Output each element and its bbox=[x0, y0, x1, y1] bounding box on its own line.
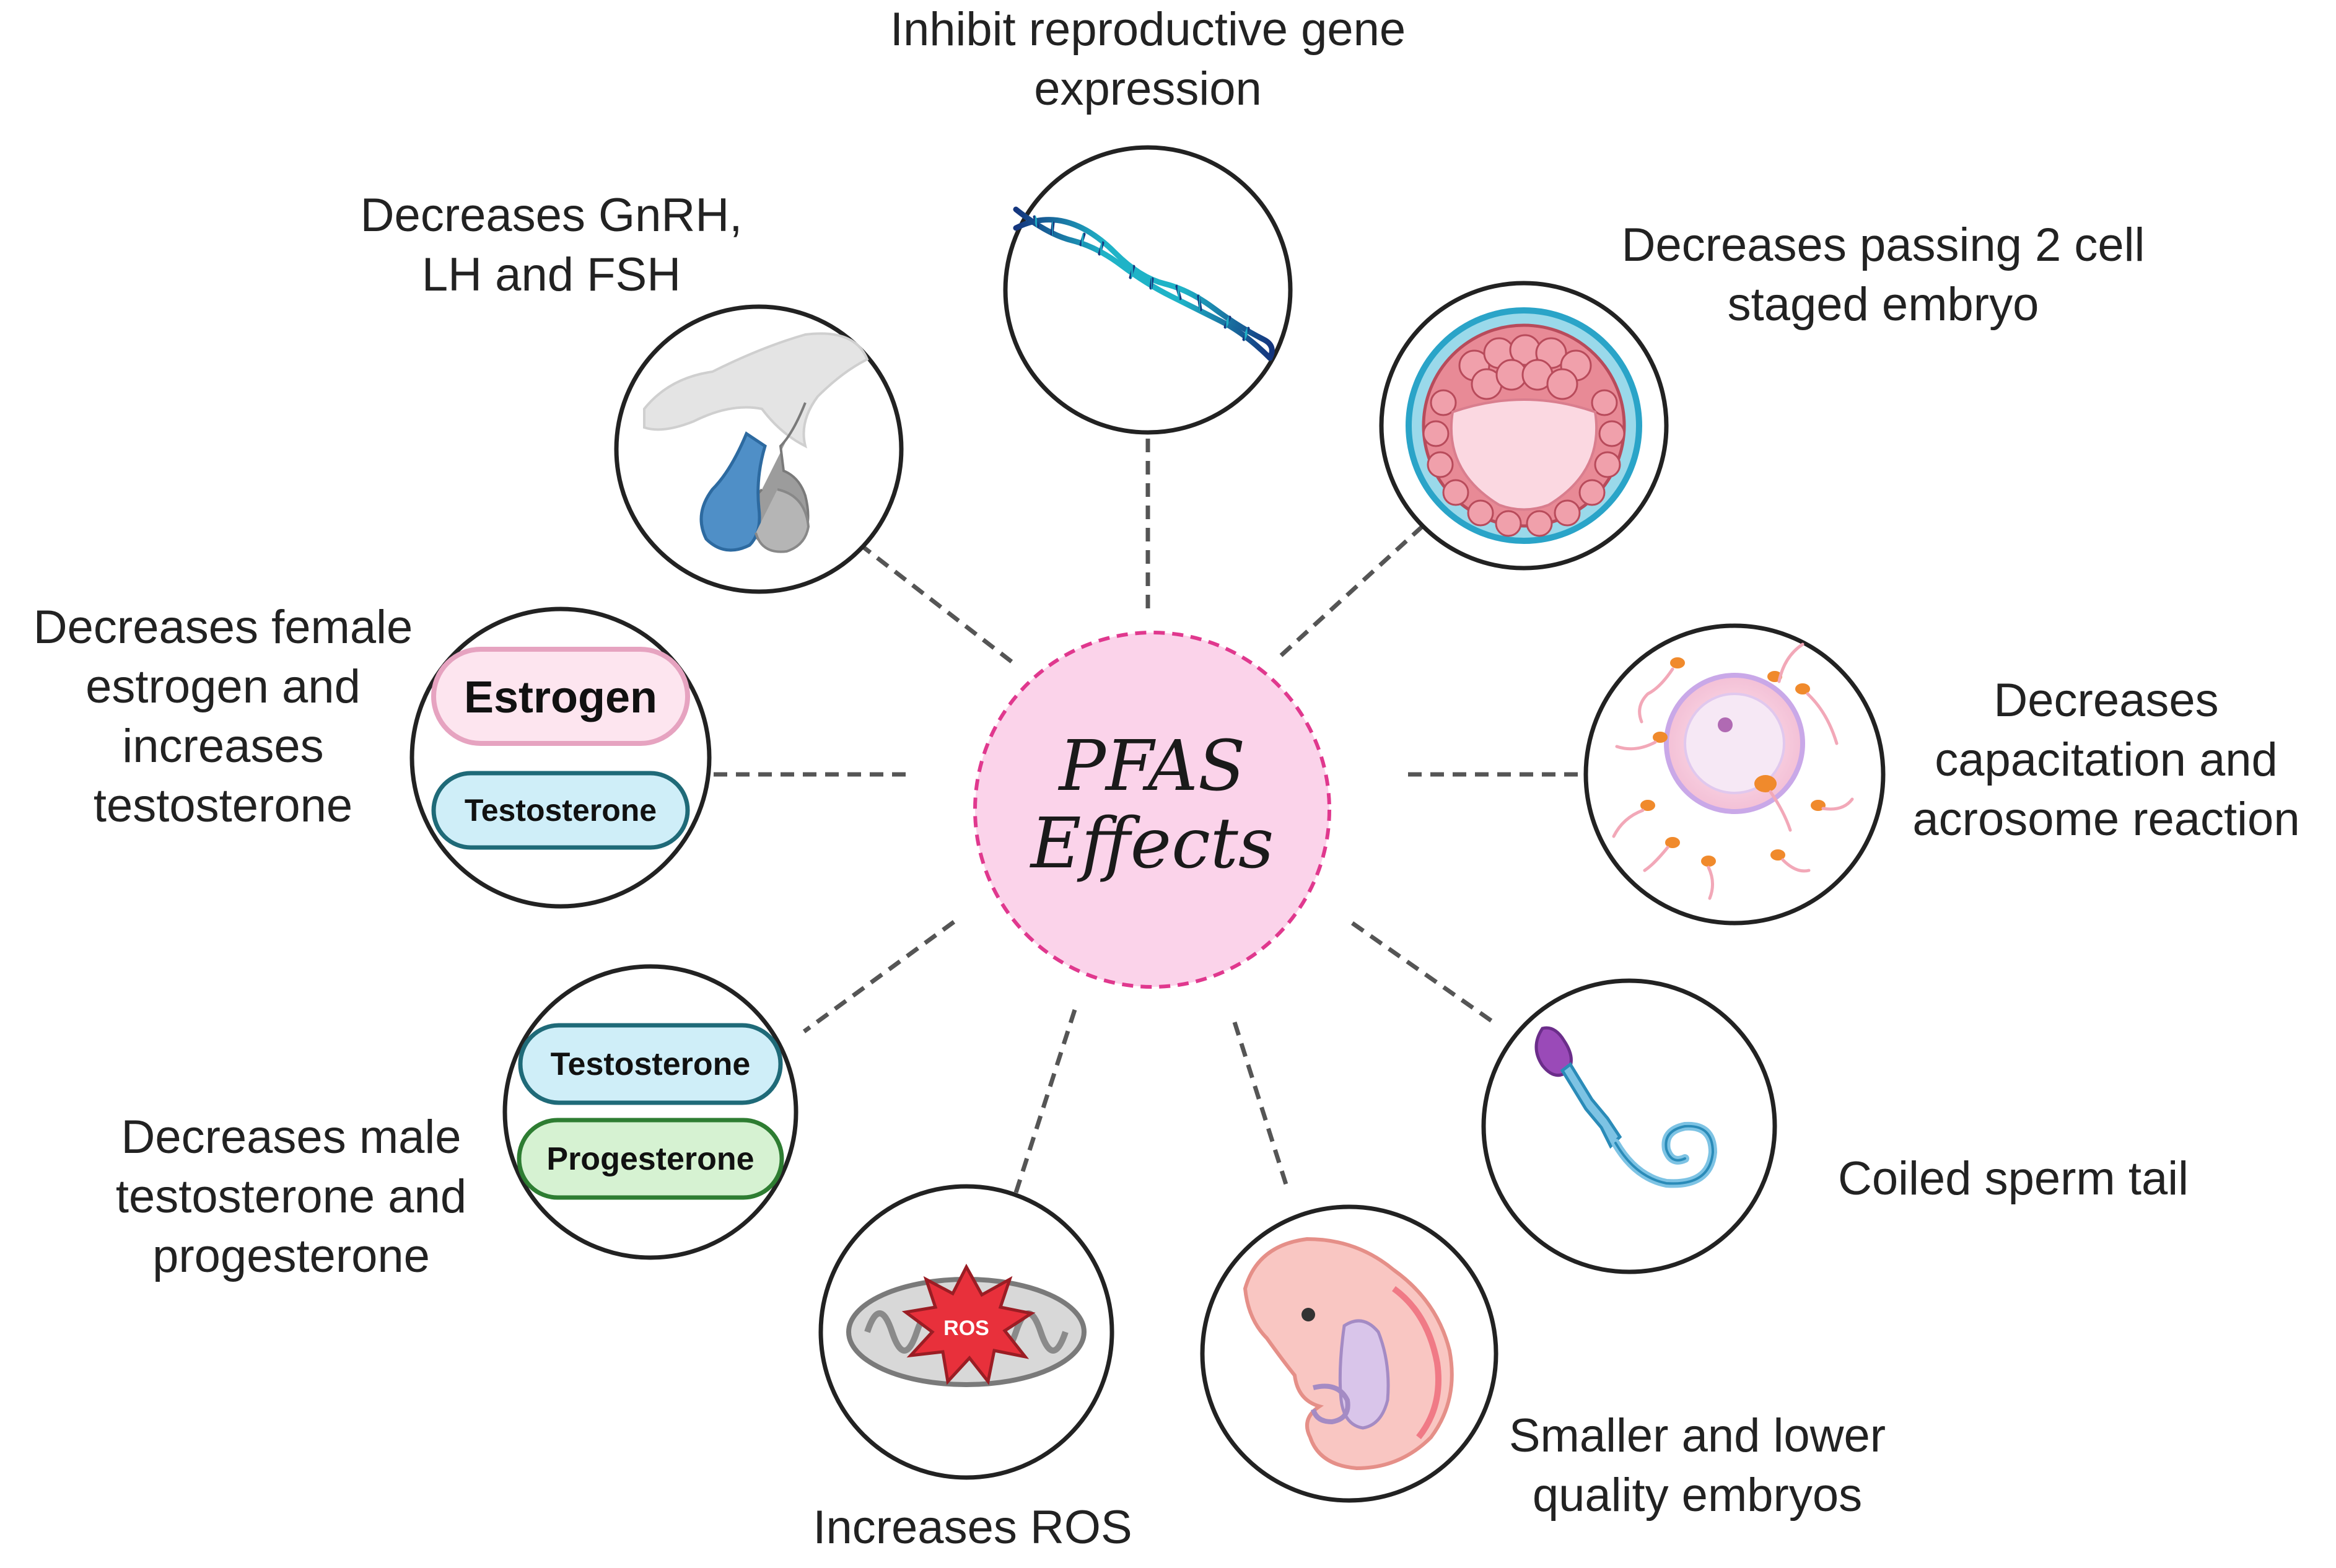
label-gnrh-line1: Decreases GnRH, bbox=[360, 189, 743, 242]
label-female-line1: Decreases female bbox=[33, 601, 413, 654]
node-male: Testosterone Progesterone bbox=[502, 964, 798, 1260]
label-embryo: Smaller and lower quality embryos bbox=[1474, 1406, 1920, 1525]
sperm-icon bbox=[1534, 1026, 1718, 1188]
node-gene-circle bbox=[1003, 145, 1293, 435]
progesterone-pill bbox=[517, 1118, 784, 1200]
node-sperm bbox=[1481, 978, 1777, 1274]
connector-ros bbox=[1013, 1009, 1077, 1194]
label-embryo-line1: Smaller and lower bbox=[1508, 1409, 1886, 1462]
label-capacitation-line2: capacitation and bbox=[1935, 734, 2278, 786]
label-embryo-line2: quality embryos bbox=[1532, 1469, 1863, 1522]
label-capacitation-line3: acrosome reaction bbox=[1912, 793, 2300, 846]
male-testosterone-pill bbox=[518, 1023, 783, 1105]
label-2cell-line1: Decreases passing 2 cell bbox=[1621, 219, 2145, 271]
ros-badge-label: ROS bbox=[943, 1316, 989, 1340]
label-male-line1: Decreases male bbox=[121, 1111, 462, 1163]
center-node: PFAS Effects bbox=[973, 631, 1331, 989]
label-ros-line1: Increases ROS bbox=[813, 1501, 1132, 1554]
label-male-line2: testosterone and bbox=[115, 1170, 467, 1223]
blastocyst-icon bbox=[1406, 307, 1642, 544]
node-2cell bbox=[1379, 281, 1669, 571]
label-female-line4: testosterone bbox=[93, 779, 353, 832]
node-sperm-circle bbox=[1481, 978, 1777, 1274]
node-embryo bbox=[1200, 1204, 1498, 1503]
connector-lines bbox=[709, 439, 1592, 1194]
node-male-circle bbox=[502, 964, 798, 1260]
progesterone-pill-label: Progesterone bbox=[546, 1141, 754, 1177]
label-gnrh: Decreases GnRH, LH and FSH bbox=[335, 186, 768, 305]
ros-burst-icon: ROS bbox=[901, 1263, 1036, 1385]
pituitary-gland-icon bbox=[643, 332, 869, 553]
label-gene-line2: expression bbox=[1034, 63, 1262, 115]
label-2cell-line2: staged embryo bbox=[1727, 278, 2039, 331]
label-sperm: Coiled sperm tail bbox=[1796, 1149, 2230, 1209]
center-title-line2: Effects bbox=[1030, 804, 1274, 884]
node-female: Estrogen Testosterone bbox=[409, 607, 712, 909]
label-sperm-line1: Coiled sperm tail bbox=[1838, 1152, 2189, 1205]
connector-gnrh bbox=[857, 542, 1013, 664]
label-female-line3: increases bbox=[122, 720, 324, 773]
dna-helix-icon bbox=[1013, 206, 1275, 361]
label-gnrh-line2: LH and FSH bbox=[421, 248, 681, 301]
male-testosterone-pill-label: Testosterone bbox=[551, 1046, 751, 1082]
estrogen-pill-label: Estrogen bbox=[464, 673, 657, 722]
testosterone-pill bbox=[431, 771, 690, 850]
label-male: Decreases male testosterone and progeste… bbox=[74, 1108, 508, 1286]
node-gnrh bbox=[614, 304, 904, 594]
egg-sperm-icon bbox=[1612, 642, 1854, 900]
testosterone-pill-label: Testosterone bbox=[465, 793, 657, 828]
center-title-line1: PFAS bbox=[1058, 726, 1246, 807]
embryo-icon bbox=[1243, 1237, 1454, 1471]
label-gene: Inhibit reproductive gene expression bbox=[855, 0, 1441, 119]
estrogen-pill bbox=[431, 647, 690, 746]
connector-embryo bbox=[1232, 1021, 1290, 1189]
label-2cell: Decreases passing 2 cell staged embryo bbox=[1586, 216, 2181, 335]
label-capacitation: Decreases capacitation and acrosome reac… bbox=[1883, 671, 2329, 849]
label-female-line2: estrogen and bbox=[85, 660, 361, 713]
label-female: Decreases female estrogen and increases … bbox=[6, 598, 440, 836]
label-male-line3: progesterone bbox=[152, 1230, 430, 1282]
center-circle bbox=[973, 631, 1331, 989]
connector-2cell bbox=[1279, 523, 1425, 657]
node-gene bbox=[1003, 145, 1293, 435]
label-ros: Increases ROS bbox=[781, 1498, 1165, 1557]
node-capacitation bbox=[1583, 623, 1886, 926]
node-ros: ROS bbox=[818, 1184, 1114, 1480]
label-gene-line1: Inhibit reproductive gene bbox=[890, 3, 1406, 56]
connector-male bbox=[802, 920, 956, 1033]
connector-sperm bbox=[1350, 921, 1500, 1027]
label-capacitation-line1: Decreases bbox=[1993, 674, 2219, 727]
